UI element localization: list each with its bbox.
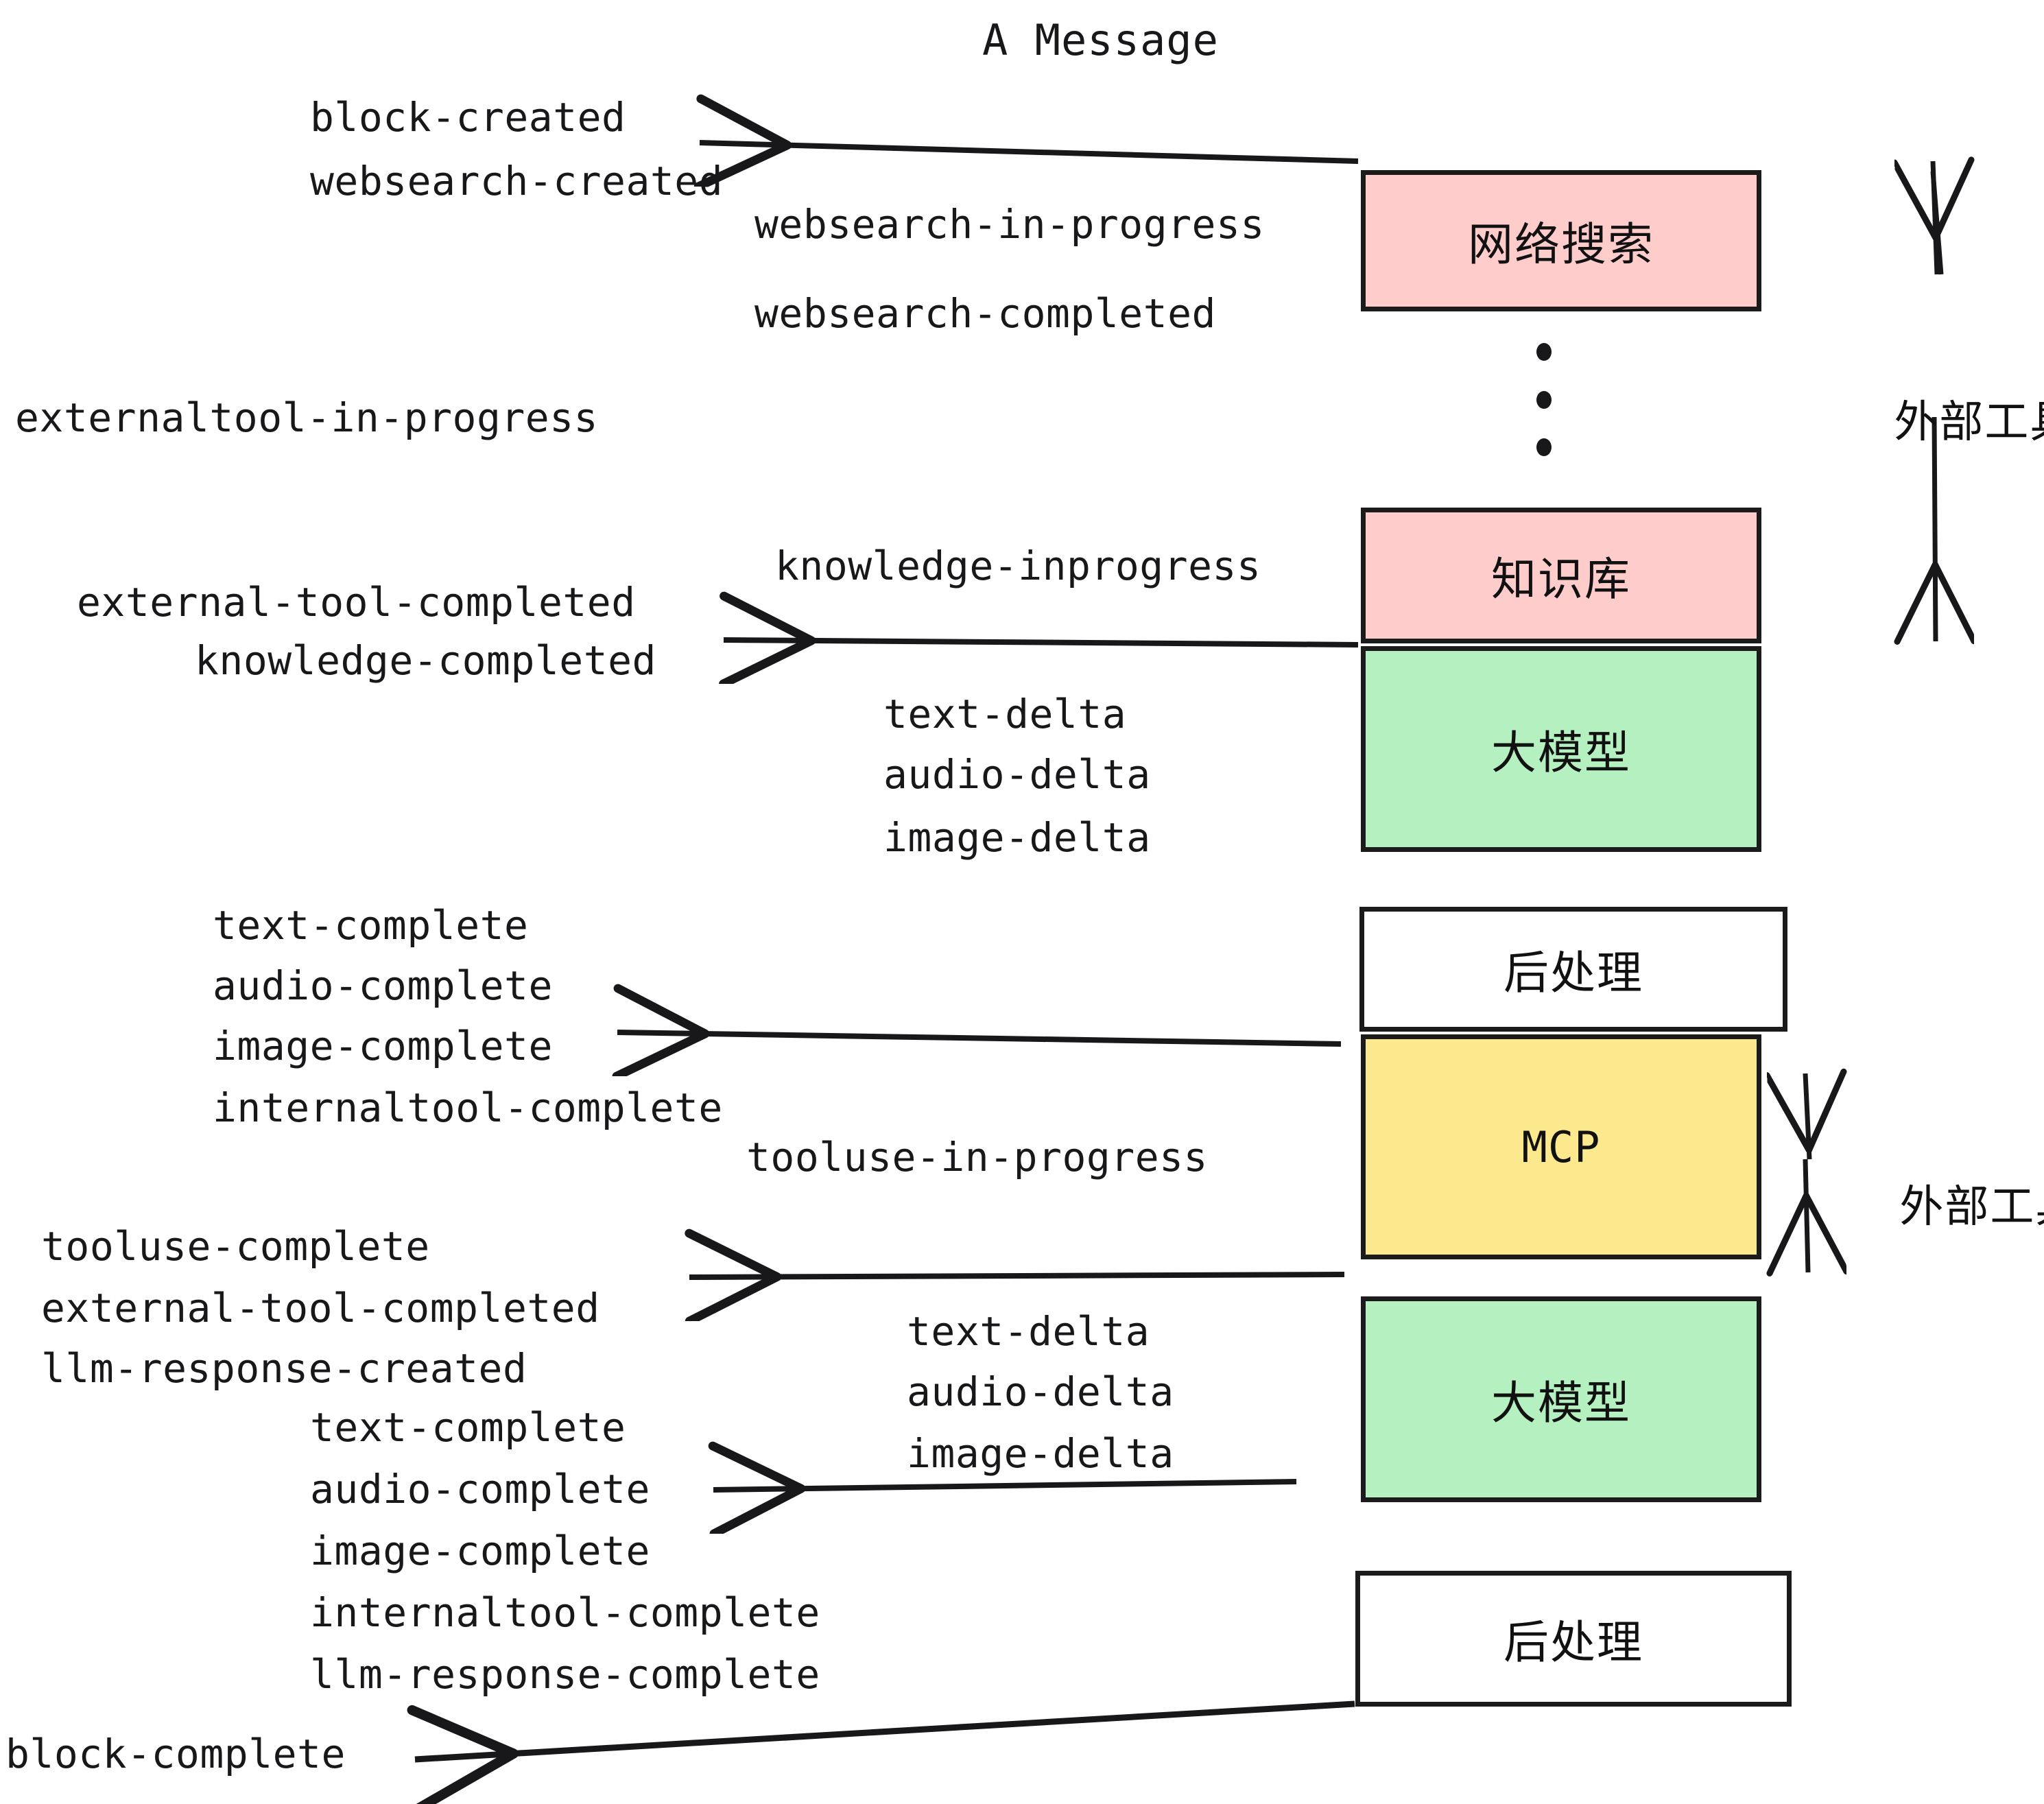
arrow-image-complete	[617, 1032, 1342, 1044]
event-audio-delta-1: audio-delta	[883, 751, 1151, 798]
event-block-created: block-created	[310, 94, 626, 141]
event-tooluse-complete: tooluse-complete	[41, 1223, 430, 1270]
event-image-delta-2: image-delta	[907, 1430, 1174, 1477]
ellipsis-dot	[1536, 438, 1552, 456]
arrow-knowledge-completed	[724, 640, 1359, 645]
event-audio-complete-1: audio-complete	[213, 962, 553, 1009]
event-internaltool-complete-1: internaltool-complete	[213, 1084, 723, 1131]
event-block-complete: block-complete	[5, 1731, 346, 1777]
event-image-complete-1: image-complete	[213, 1023, 553, 1069]
event-text-delta-1: text-delta	[883, 691, 1127, 737]
event-websearch-completed: websearch-completed	[754, 290, 1216, 337]
node-mcp-label: MCP	[1521, 1121, 1601, 1172]
event-externaltool-in-progress: externaltool-in-progress	[15, 394, 599, 441]
vertical-ellipsis	[1534, 343, 1554, 456]
side-label-external-tools-top-text: 外部工具	[1894, 397, 2044, 448]
node-llm-1[interactable]: 大模型	[1361, 646, 1761, 852]
event-text-complete-2: text-complete	[310, 1404, 626, 1451]
side-label-external-tools-bottom: 外部工具	[1838, 1121, 2044, 1285]
arrow-audio-complete	[713, 1482, 1297, 1490]
event-audio-complete-2: audio-complete	[310, 1466, 650, 1512]
node-mcp[interactable]: MCP	[1361, 1034, 1761, 1259]
node-llm-1-label: 大模型	[1491, 726, 1631, 779]
event-llm-response-created: llm-response-created	[41, 1345, 527, 1392]
event-tooluse-in-progress: tooluse-in-progress	[746, 1134, 1208, 1180]
event-external-tool-completed-2: external-tool-completed	[41, 1285, 600, 1331]
event-text-complete-1: text-complete	[213, 902, 529, 949]
node-postprocess-2[interactable]: 后处理	[1355, 1571, 1792, 1707]
node-postprocess-2-label: 后处理	[1504, 1616, 1643, 1669]
side-label-external-tools-top: 外部工具	[1833, 336, 2044, 501]
arrow-external-tools-top-up	[1933, 161, 1937, 275]
event-websearch-in-progress: websearch-in-progress	[754, 201, 1265, 248]
node-knowledge-base-label: 知识库	[1491, 553, 1631, 606]
node-llm-2[interactable]: 大模型	[1361, 1296, 1761, 1502]
node-postprocess-1-label: 后处理	[1504, 947, 1643, 999]
node-llm-2-label: 大模型	[1491, 1377, 1631, 1429]
arrow-block-created	[700, 143, 1359, 161]
event-websearch-created: websearch-created	[310, 158, 724, 204]
node-postprocess-1[interactable]: 后处理	[1359, 907, 1787, 1032]
event-image-complete-2: image-complete	[310, 1528, 650, 1574]
ellipsis-dot	[1536, 343, 1552, 361]
arrow-external-tools-top-up-shaft	[1930, 171, 1944, 275]
arrow-block-complete	[415, 1700, 1355, 1759]
event-audio-delta-2: audio-delta	[907, 1368, 1174, 1415]
node-knowledge-base[interactable]: 知识库	[1361, 508, 1761, 643]
event-text-delta-2: text-delta	[907, 1308, 1150, 1355]
event-internaltool-complete-2: internaltool-complete	[310, 1589, 820, 1636]
event-image-delta-1: image-delta	[883, 814, 1151, 861]
side-label-external-tools-bottom-text: 外部工具	[1899, 1182, 2044, 1233]
event-external-tool-completed: external-tool-completed	[77, 579, 636, 626]
node-websearch-label: 网络搜索	[1468, 218, 1654, 271]
node-websearch[interactable]: 网络搜索	[1361, 170, 1761, 311]
diagram-title: A Message	[982, 15, 1219, 65]
event-knowledge-inprogress: knowledge-inprogress	[775, 543, 1261, 589]
arrow-external-tools-bottom-up	[1805, 1073, 1809, 1160]
ellipsis-dot	[1536, 390, 1552, 409]
event-llm-response-complete: llm-response-complete	[310, 1651, 820, 1698]
arrow-external-tools-bottom-down	[1805, 1159, 1808, 1272]
arrow-tooluse-complete	[689, 1274, 1345, 1277]
event-knowledge-completed: knowledge-completed	[195, 637, 656, 684]
